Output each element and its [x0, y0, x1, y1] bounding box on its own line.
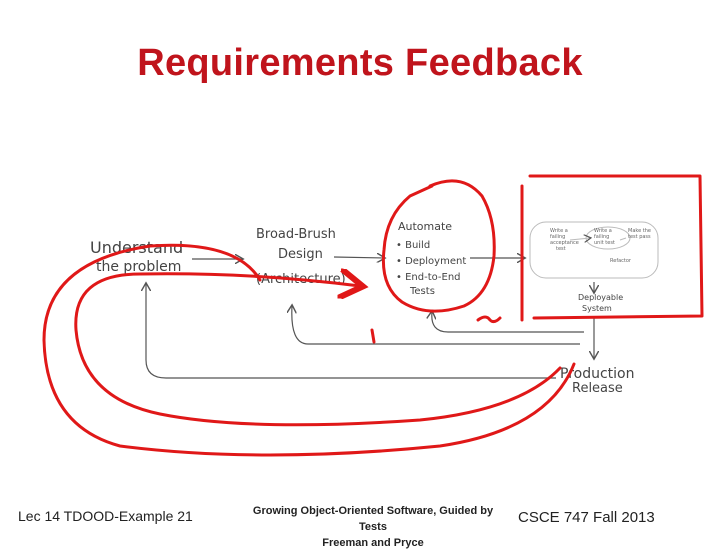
cycle-write-failing-3: acceptance — [550, 240, 579, 246]
slide-title: Requirements Feedback — [137, 42, 583, 84]
cycle-write-failing-2: failing — [550, 234, 565, 240]
broad-brush-label: Broad-Brush — [256, 227, 336, 242]
the-problem-label: the problem — [96, 259, 181, 275]
feedback-to-design — [292, 306, 580, 345]
red-box-outline — [528, 174, 704, 320]
cycle-write-unit-1: Write a — [594, 228, 612, 234]
production-label: Production — [560, 366, 634, 382]
automate-node: Automate • Build • Deployment • End-to-E… — [396, 220, 466, 297]
feedback-to-automate — [432, 312, 584, 333]
automate-tests: Tests — [409, 286, 435, 297]
release-label: Release — [572, 381, 623, 396]
red-annotations — [42, 174, 704, 457]
footer-book-reference: Growing Object-Oriented Software, Guided… — [238, 503, 508, 551]
sketch-arrows — [146, 257, 594, 379]
cycle-write-unit-2: failing — [594, 234, 609, 240]
red-circle-automate — [381, 179, 496, 313]
automate-title: Automate — [398, 220, 452, 233]
red-tick-mark — [370, 328, 376, 344]
tdd-outer-loop — [529, 221, 659, 279]
cycle-write-failing-1: Write a — [550, 228, 568, 234]
system-label: System — [582, 304, 612, 313]
tdd-cycle-sketch: Write a failing acceptance test Write a … — [529, 221, 659, 279]
red-squiggle — [476, 315, 502, 324]
red-loop-outer — [42, 243, 576, 457]
design-label: Design — [278, 247, 323, 262]
automate-item-build: • Build — [396, 240, 430, 251]
footer-course: CSCE 747 Fall 2013 — [518, 509, 655, 526]
cycle-refactor: Refactor — [610, 258, 632, 264]
automate-item-deployment: • Deployment — [396, 256, 466, 267]
cycle-write-unit-3: unit test — [594, 240, 615, 246]
feedback-to-understand — [146, 284, 556, 379]
production-release-node: Production Release — [560, 366, 634, 396]
footer-book-authors: Freeman and Pryce — [322, 537, 424, 549]
cycle-make-pass-1: Make the — [628, 228, 651, 234]
automate-item-end-to-end: • End-to-End — [396, 272, 461, 283]
cycle-write-failing-4: test — [556, 246, 566, 252]
deployable-label: Deployable — [578, 293, 623, 302]
footer-book-title: Growing Object-Oriented Software, Guided… — [252, 505, 494, 533]
red-arrow-to-automate — [74, 274, 562, 427]
cycle-make-pass-2: test pass — [628, 234, 651, 240]
arrow-design-to-automate — [333, 257, 384, 258]
deployable-system-node: Deployable System — [578, 293, 623, 313]
footer-lecture: Lec 14 TDOOD-Example 21 — [18, 508, 193, 524]
